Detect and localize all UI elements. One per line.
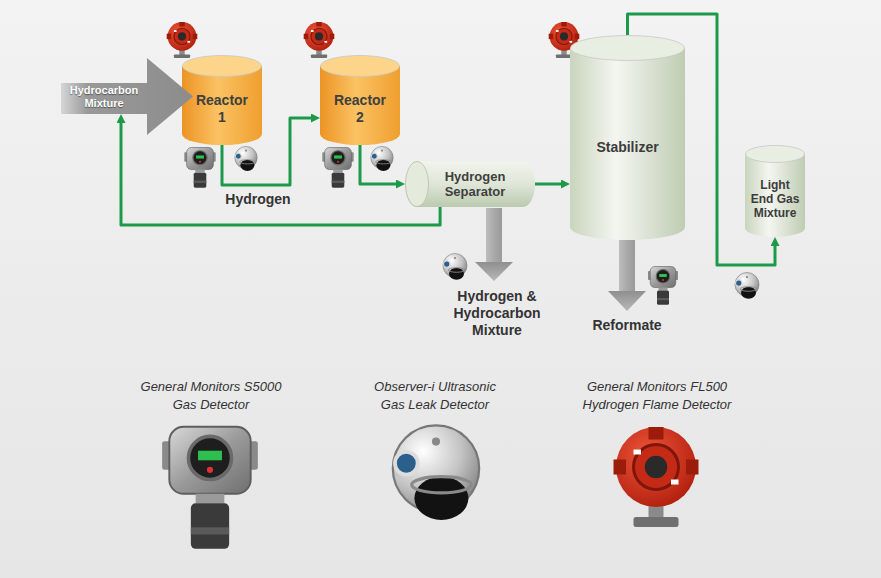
node-outline — [570, 35, 685, 240]
flow-line — [360, 145, 399, 184]
arrow-head — [608, 291, 646, 311]
node-text: Hydrocarbon Mixture — [65, 84, 143, 110]
node-text: Reactor 1 — [193, 92, 251, 126]
node-text: Light End Gas Mixture — [750, 178, 800, 220]
node-label: Stabilizer — [578, 139, 678, 156]
separator-vessel: Hydrogen Separator — [405, 161, 535, 207]
product-caption: General Monitors FL500 Hydrogen Flame De… — [574, 378, 740, 414]
flow-line — [535, 183, 564, 186]
product-arrow — [475, 208, 513, 281]
ultrasonic-detector-icon — [371, 146, 393, 171]
stabilizer-column: Stabilizer — [570, 35, 685, 240]
node-text: Reactor 2 — [331, 92, 389, 126]
reactor-vessel: Reactor 2 — [320, 55, 400, 145]
gas-detector-icon — [322, 148, 353, 188]
cylinder-top — [571, 36, 685, 61]
ultrasonic-detector-photo — [393, 425, 479, 520]
node-outline — [61, 58, 193, 135]
stream-label: Hydrogen & Hydrocarbon Mixture — [445, 288, 549, 339]
node-label: Hydrogen Separator — [429, 169, 521, 199]
arrow-head — [475, 262, 513, 281]
cylinder-end — [406, 162, 429, 207]
flame-detector-icon — [304, 22, 335, 58]
cylinder-body — [320, 66, 400, 145]
node-label: Reactor 2 — [331, 92, 389, 126]
stream-label: Hydrogen — [208, 191, 308, 208]
cylinder-top — [183, 56, 262, 77]
product-arrow — [608, 240, 646, 311]
cylinder-top — [321, 56, 400, 77]
node-label: Reactor 1 — [193, 92, 251, 126]
ultrasonic-detector-icon — [443, 254, 467, 280]
stream-label: Reformate — [577, 317, 677, 334]
flame-detector-photo — [614, 427, 699, 527]
cylinder-body — [405, 161, 535, 207]
ultrasonic-detector-icon — [235, 146, 257, 171]
cylinder-body — [745, 154, 805, 237]
product-caption: Observer-i Ultrasonic Gas Leak Detector — [365, 378, 505, 414]
node-text: Stabilizer — [578, 139, 678, 156]
cylinder-body — [182, 66, 262, 145]
feed-arrow: Hydrocarbon Mixture — [61, 58, 193, 135]
node-text: Hydrogen Separator — [429, 169, 521, 199]
gas-tank: Light End Gas Mixture — [745, 145, 805, 237]
cylinder-top — [746, 146, 805, 163]
arrow-shape — [61, 58, 193, 135]
node-label: Hydrocarbon Mixture — [65, 84, 143, 110]
flame-detector-icon — [167, 22, 198, 58]
reactor-vessel: Reactor 1 — [182, 55, 262, 145]
cylinder-body — [570, 48, 685, 240]
gas-detector-icon — [648, 267, 678, 305]
gas-detector-photo — [162, 427, 258, 549]
product-caption: General Monitors S5000 Gas Detector — [133, 378, 289, 414]
gas-detector-icon — [184, 148, 215, 188]
node-label: Light End Gas Mixture — [750, 178, 800, 220]
ultrasonic-detector-icon — [735, 273, 759, 299]
arrow-shaft — [619, 240, 635, 292]
arrow-shaft — [486, 208, 502, 263]
